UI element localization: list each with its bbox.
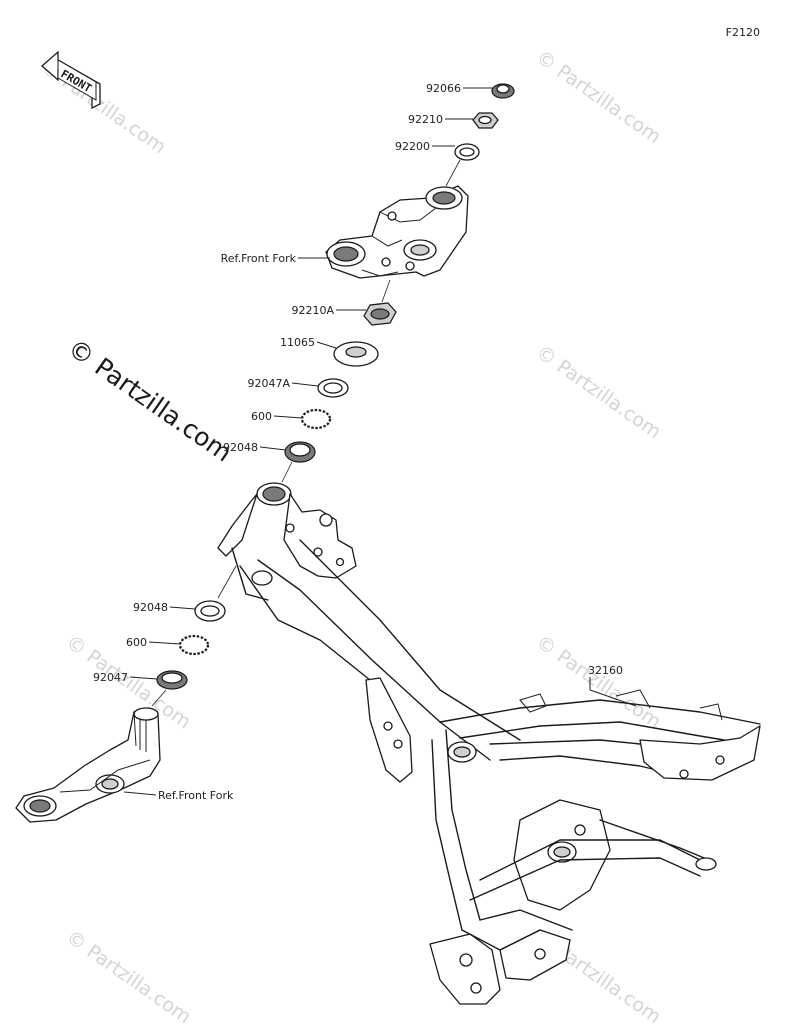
race-92048-lower-icon [194, 600, 226, 622]
frame-32160 [217, 482, 761, 1005]
race-92047a-icon [317, 378, 349, 398]
watermark-text: © Partzilla.com [532, 631, 665, 733]
part-label-11065[interactable]: 11065 [280, 336, 315, 349]
nut-92066-icon [491, 83, 515, 99]
part-label-92200[interactable]: 92200 [395, 140, 430, 153]
bearing-balls-600-upper-icon [300, 408, 332, 430]
part-label-92210[interactable]: 92210 [408, 113, 443, 126]
part-label-92047a[interactable]: 92047A [247, 377, 290, 390]
part-label-600-lower[interactable]: 600 [126, 636, 147, 649]
nut-92210-icon [472, 112, 499, 129]
race-92048-upper-icon [284, 441, 316, 463]
washer-92200-icon [454, 143, 480, 161]
part-label-32160[interactable]: 32160 [588, 664, 623, 677]
cap-11065-icon [333, 341, 379, 367]
part-label-ref-front-fork-lower[interactable]: Ref.Front Fork [158, 789, 234, 802]
part-label-600-upper[interactable]: 600 [251, 410, 272, 423]
race-92047-icon [156, 670, 188, 690]
part-label-92210a[interactable]: 92210A [291, 304, 334, 317]
lower-triple-clamp [15, 707, 161, 823]
part-labels: 92066 92210 92200 Ref.Front Fork 92210A … [93, 82, 623, 802]
part-label-92066[interactable]: 92066 [426, 82, 461, 95]
part-label-ref-front-fork-upper[interactable]: Ref.Front Fork [221, 252, 297, 265]
bearing-balls-600-lower-icon [178, 634, 210, 656]
upper-triple-clamp [325, 185, 469, 279]
part-label-92048-lower[interactable]: 92048 [133, 601, 168, 614]
watermark-text: © Partzilla.com [532, 46, 665, 148]
watermark-text: © Partzilla.com [532, 341, 665, 443]
leader-lines [123, 87, 637, 796]
part-label-92047[interactable]: 92047 [93, 671, 128, 684]
watermark-text: © Partzilla.com [62, 926, 195, 1028]
diagram-code: F2120 [726, 26, 760, 39]
nut-92210a-icon [363, 302, 397, 326]
watermark-main: © Partzilla.com [63, 333, 238, 467]
part-label-92048-upper[interactable]: 92048 [223, 441, 258, 454]
